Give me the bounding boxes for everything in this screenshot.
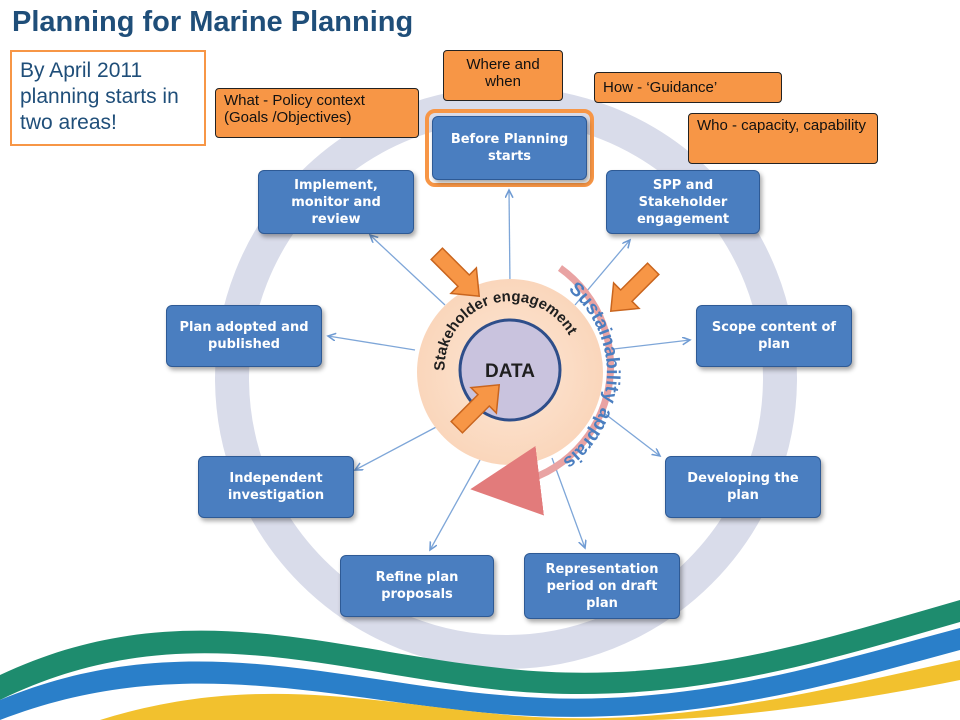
step-before-planning: Before Planning starts	[432, 116, 587, 180]
page-title: Planning for Marine Planning	[12, 6, 414, 38]
callout-how: How - ‘Guidance’	[594, 72, 782, 103]
data-label: DATA	[485, 361, 535, 382]
step-scope-content: Scope content of plan	[696, 305, 852, 367]
step-plan-adopted: Plan adopted and published	[166, 305, 322, 367]
wave-green	[0, 600, 960, 700]
orange-arrow-left	[430, 247, 481, 298]
spoke-arrows	[328, 190, 690, 550]
sustainability-arc	[470, 265, 615, 516]
step-refine-proposals: Refine plan proposals	[340, 555, 494, 617]
process-ring	[215, 87, 797, 669]
wave-yellow	[100, 660, 960, 720]
callout-where: Where and when	[443, 50, 563, 101]
orange-arrow-right	[609, 262, 660, 313]
step-representation-period: Representation period on draft plan	[524, 553, 680, 619]
april-2011-note: By April 2011 planning starts in two are…	[10, 50, 206, 146]
orange-arrow-data	[450, 383, 501, 434]
wave-blue	[0, 628, 960, 720]
callout-who: Who - capacity, capability	[688, 113, 878, 164]
step-independent-investigation: Independent investigation	[198, 456, 354, 518]
before-planning-highlight	[425, 109, 594, 187]
step-implement-monitor: Implement, monitor and review	[258, 170, 414, 234]
step-spp-stakeholder-engagement: SPP and Stakeholder engagement	[606, 170, 760, 234]
callout-what: What - Policy context (Goals /Objectives…	[215, 88, 419, 138]
step-developing-plan: Developing the plan	[665, 456, 821, 518]
